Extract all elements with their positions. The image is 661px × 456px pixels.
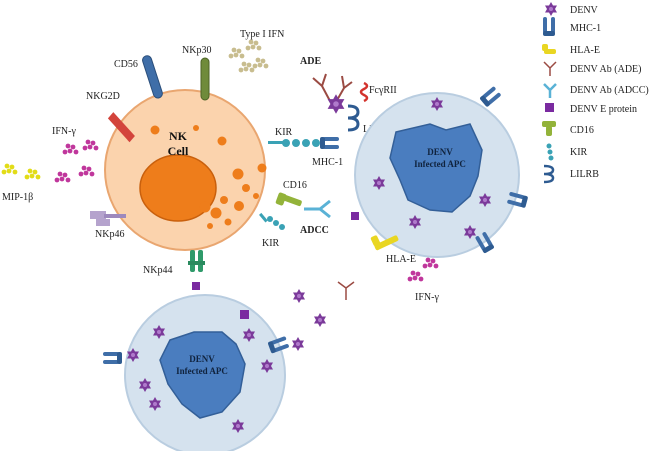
legend-label: DENV Ab (ADE) [570, 64, 641, 75]
nkp30-receptor [200, 57, 210, 101]
nkg2d-receptor [107, 112, 135, 143]
cd16-receptor [275, 192, 302, 207]
nkp44-label: NKp44 [143, 265, 172, 276]
legend-label: DENV [570, 5, 599, 16]
apc-title-bottom: DENV [189, 354, 215, 364]
nkp46-label: NKp46 [95, 229, 124, 240]
fcgrii-label: FcγRII [369, 85, 397, 96]
fcgrii-receptor [359, 81, 369, 103]
mhc1-label: MHC-1 [312, 157, 343, 168]
denv-virion [292, 337, 304, 351]
denv-virion-ade [327, 94, 345, 114]
apc-nucleus-bottom [159, 331, 246, 419]
legend-label: LILRB [570, 169, 599, 180]
legend-kir-icon [546, 143, 554, 161]
nk-nucleus [139, 154, 217, 222]
mhc1-apc [479, 85, 502, 108]
e-protein-marker [351, 212, 359, 220]
legend-ab-ade-icon [543, 61, 557, 76]
adcc-antibody [304, 199, 331, 219]
legend: DENV MHC-1 HLA-E DENV Ab (ADE) DENV Ab (… [542, 2, 649, 184]
type1-ifn-dots [228, 39, 269, 73]
ade-antibody [312, 73, 353, 103]
legend-e-protein-icon [545, 103, 554, 112]
nk-granules [150, 125, 267, 229]
free-ade-antibody [337, 281, 355, 300]
legend-cd16-icon [542, 121, 556, 136]
apc-cell-right: DENV Infected APC [354, 85, 529, 258]
cd16-label: CD16 [283, 180, 307, 191]
legend-label: DENV E protein [570, 104, 637, 115]
apc-nucleus-right [389, 123, 483, 213]
legend-denv-icon [545, 2, 557, 16]
legend-label: CD16 [570, 125, 594, 136]
type1-ifn-label: Type I IFN [240, 29, 284, 40]
e-protein-marker [240, 310, 249, 319]
hla-e-label: HLA-E [386, 254, 416, 265]
lilrb-receptor [347, 104, 360, 132]
kir-receptor-lower [259, 212, 285, 230]
denv-virion [314, 313, 326, 327]
legend-label: HLA-E [570, 45, 600, 56]
e-protein-marker [192, 282, 200, 290]
legend-ab-adcc-icon [543, 83, 557, 98]
legend-hla-e-icon [542, 44, 556, 54]
nkp44-receptor [188, 250, 205, 272]
mhc1-upper [320, 137, 339, 149]
hla-e-molecule [370, 235, 399, 251]
legend-label: MHC-1 [570, 23, 601, 34]
legend-label: KIR [570, 147, 588, 158]
mip1b-dots [1, 163, 41, 180]
mip1b-label: MIP-1β [2, 192, 33, 203]
cd56-receptor [142, 55, 163, 99]
legend-mhc1-icon [543, 17, 555, 36]
nk-cell-subtitle: Cell [168, 144, 189, 158]
legend-lilrb-icon [543, 164, 555, 184]
ifn-gamma-label-2: IFN-γ [415, 292, 439, 303]
apc-title-right: DENV [427, 147, 453, 157]
apc-cell-bottom: DENV Infected APC [103, 294, 290, 456]
denv-virion [293, 289, 305, 303]
nkg2d-label: NKG2D [86, 91, 120, 102]
apc-subtitle-right: Infected APC [414, 159, 466, 169]
nkp30-label: NKp30 [182, 45, 211, 56]
nk-cell-title: NK [169, 129, 188, 143]
mhc1-apc [103, 352, 122, 364]
adcc-label: ADCC [300, 225, 329, 236]
ifn-gamma-label: IFN-γ [52, 126, 76, 137]
cd56-label: CD56 [114, 59, 138, 70]
ade-label: ADE [300, 56, 321, 67]
kir-receptor-upper [268, 139, 320, 147]
ifn-gamma-dots [54, 139, 99, 183]
kir-label-upper: KIR [275, 127, 293, 138]
kir-label-lower: KIR [262, 238, 280, 249]
nk-cell: NK Cell [104, 89, 267, 251]
apc-subtitle-bottom: Infected APC [176, 366, 228, 376]
nkp46-receptor [90, 211, 126, 226]
legend-label: DENV Ab (ADCC) [570, 85, 649, 96]
